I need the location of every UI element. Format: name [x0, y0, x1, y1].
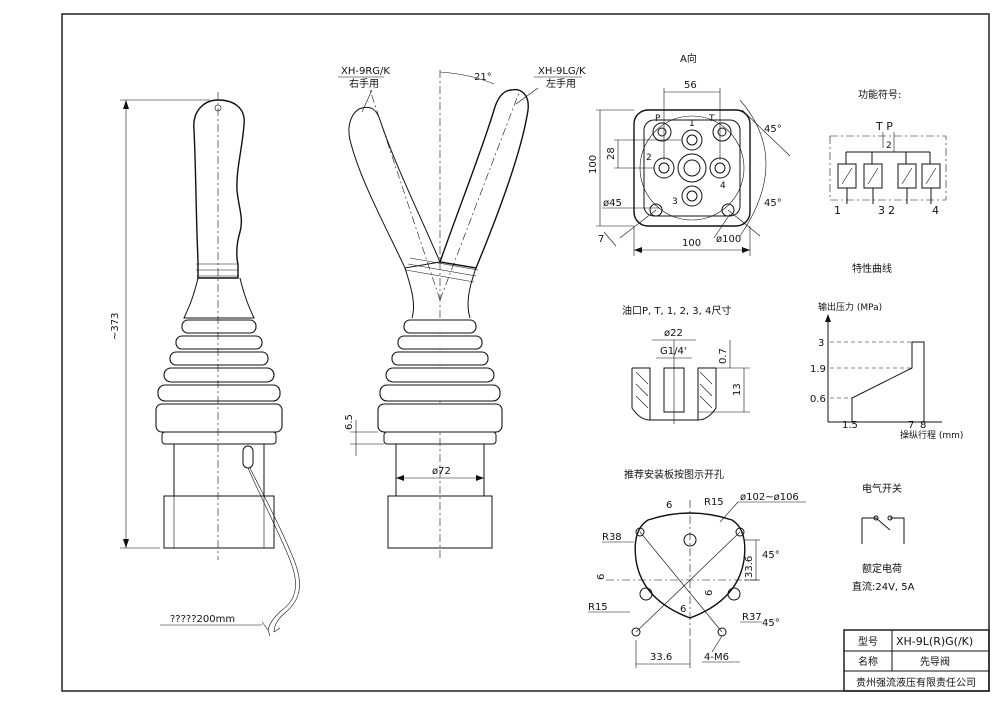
symbol-port-2: 2: [888, 204, 895, 217]
cable-length-label: ?????200mm: [170, 614, 235, 625]
dim-phi45: ø45: [603, 198, 622, 209]
symbol-port-1: 1: [834, 204, 841, 217]
port-detail: 油口P, T, 1, 2, 3, 4尺寸 ø22 G1/4' 13 0.7: [622, 304, 750, 424]
curve-ylabel: 输出压力 (MPa): [818, 301, 882, 313]
mount-angle-b: 45°: [762, 618, 780, 629]
mount-dim-6c: 6: [680, 604, 686, 615]
xtick-7: 7: [908, 420, 914, 431]
tb-model-label: 型号: [858, 635, 878, 648]
xtick-1-5: 1.5: [842, 420, 858, 431]
tb-name-label: 名称: [858, 655, 878, 668]
left-hand-handle: [439, 88, 529, 269]
port-2: 2: [646, 153, 652, 163]
dim-phi72: ø72: [432, 466, 451, 477]
mount-dim-6b: 6: [596, 574, 607, 580]
symbol-tp: T P: [875, 120, 893, 133]
a-view-title: A向: [680, 52, 697, 65]
mount-dim-33-6-v: 33.6: [744, 556, 755, 578]
angle-45-bottom: 45°: [764, 198, 782, 209]
mount-r38: R38: [602, 532, 622, 543]
ytick-3: 3: [818, 338, 824, 349]
tb-company: 贵州强流液压有限责任公司: [856, 676, 976, 689]
port-4: 4: [720, 181, 726, 191]
mount-holes: 4-M6: [704, 652, 729, 663]
right-model-label: XH-9RG/K: [341, 66, 390, 77]
port-T: T: [708, 114, 715, 124]
side-height-dim: ~373: [110, 313, 121, 340]
angle-45-top: 45°: [764, 124, 782, 135]
dim-0-7: 0.7: [718, 348, 729, 364]
dim-13: 13: [732, 383, 743, 396]
curve-title: 特性曲线: [852, 262, 892, 275]
tb-name-value: 先导阀: [920, 655, 950, 668]
right-hand-handle: [348, 106, 441, 269]
mount-r15-left: R15: [588, 602, 608, 613]
left-use-label: 左手用: [546, 77, 576, 90]
symbol-mid: 2: [886, 141, 892, 151]
mount-angle-a: 45°: [762, 550, 780, 561]
mount-dim-33-6-h: 33.6: [650, 652, 672, 663]
dim-100-h: 100: [682, 238, 701, 249]
curve-xlabel: 操纵行程 (mm): [900, 429, 963, 441]
front-view: 6.5 ø72 XH-9RG/K 右手用 XH-9LG/K 左手用 21°: [338, 66, 586, 560]
angle-21: 21°: [474, 72, 492, 83]
xtick-8: 8: [920, 420, 926, 431]
switch-title: 电气开关: [862, 482, 902, 495]
ytick-0-6: 0.6: [810, 394, 826, 405]
symbol-port-3: 3: [878, 204, 885, 217]
switch-rating-label: 额定电荷: [862, 562, 902, 575]
symbol-title: 功能符号:: [858, 88, 901, 101]
mount-dim-6a: 6: [666, 500, 672, 511]
title-block: 型号 XH-9L(R)G(/K) 名称 先导阀 贵州强流液压有限责任公司: [843, 629, 990, 692]
mount-r37: R37: [742, 612, 762, 623]
mount-dim-6d: 6: [704, 590, 715, 596]
electrical-switch: 电气开关 额定电荷 直流:24V, 5A: [852, 482, 915, 593]
characteristic-curve: 特性曲线 输出压力 (MPa) 3 1.9 0.6 1.5 7 8 操纵行程 (…: [810, 262, 963, 441]
port-detail-title: 油口P, T, 1, 2, 3, 4尺寸: [622, 304, 731, 317]
side-handle-grip: [193, 99, 245, 279]
mount-circle-dim: ø102~ø106: [740, 492, 799, 503]
dim-56: 56: [684, 80, 697, 91]
mounting-title: 推荐安装板按图示开孔: [624, 468, 724, 481]
right-use-label: 右手用: [349, 77, 379, 90]
dim-7: 7: [598, 234, 604, 245]
mounting-plate: 推荐安装板按图示开孔 R15 ø102~ø106 R38 6 6 6 6 33.…: [588, 468, 806, 668]
dim-phi22: ø22: [664, 328, 683, 339]
port-P: P: [655, 114, 661, 124]
left-model-label: XH-9LG/K: [538, 66, 586, 77]
ytick-1-9: 1.9: [810, 364, 826, 375]
switch-rating-value: 直流:24V, 5A: [852, 580, 915, 593]
mount-r15-top: R15: [704, 497, 724, 508]
a-view: A向 P T 1 2 3 4 56 100 28 ø45: [588, 52, 791, 256]
dim-28: 28: [606, 147, 617, 160]
port-3: 3: [672, 197, 678, 207]
symbol-port-4: 4: [932, 204, 939, 217]
port-1: 1: [689, 119, 695, 129]
dim-phi100: ø100: [716, 234, 741, 245]
tb-model-value: XH-9L(R)G(/K): [896, 635, 973, 648]
sheet-border: [61, 13, 990, 692]
function-symbol: 功能符号: T P 2 1 3 2 4: [829, 88, 947, 217]
thread-g14: G1/4': [660, 346, 687, 357]
side-view: ~373 ?????200mm: [110, 92, 300, 637]
dim-100-v: 100: [588, 155, 599, 174]
dim-6-5: 6.5: [344, 414, 355, 430]
